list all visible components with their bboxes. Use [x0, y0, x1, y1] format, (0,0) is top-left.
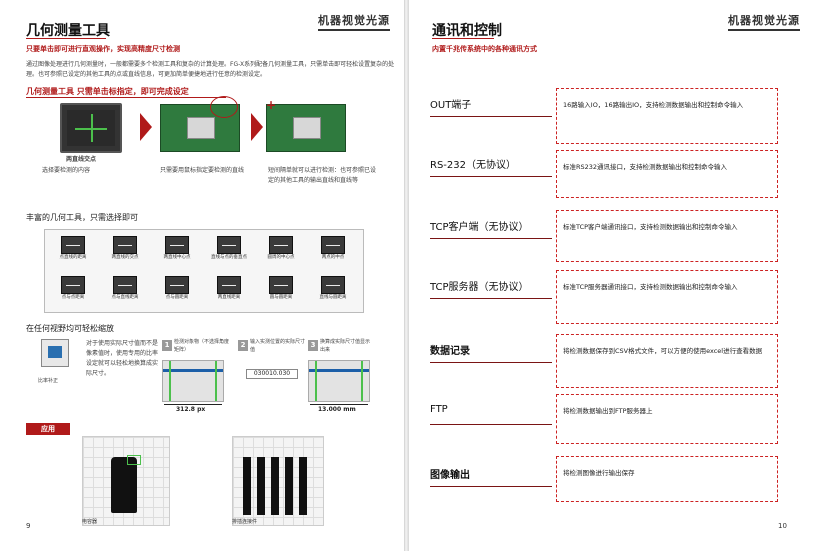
dimension-line	[164, 404, 222, 405]
page-subtitle: 只要单击即可进行直观操作，实现高精度尺寸检测	[26, 45, 180, 53]
diagonal-tool-icon	[321, 236, 345, 254]
dimension-px: 312.8 px	[176, 406, 206, 413]
scale-input[interactable]: 030010.030	[246, 369, 298, 379]
tool-item[interactable]: 两点的中点	[311, 236, 355, 261]
connector-photo	[232, 436, 324, 526]
chip	[187, 117, 215, 139]
arrow-right-icon	[140, 113, 152, 141]
row-heading-tcp-server: TCP服务器（无协议）	[430, 282, 529, 293]
tool-item[interactable]: 直线与圆距离	[311, 276, 355, 301]
tool-item[interactable]: 点与直线距离	[103, 276, 147, 301]
parallel-tool-icon	[217, 276, 241, 294]
application-tag: 应用	[26, 423, 70, 435]
tool-item[interactable]: 点与圆距离	[155, 276, 199, 301]
row-heading-out: OUT端子	[430, 100, 472, 111]
row-heading-tcp-client: TCP客户端（无协议）	[430, 222, 529, 233]
selection-circle	[210, 96, 238, 118]
step-number: 2	[238, 340, 248, 351]
row-heading-data-log: 数据记录	[430, 346, 470, 357]
point-line-tool-icon	[113, 276, 137, 294]
steps-underline	[26, 97, 226, 98]
calib-desc: 对于使用实际尺寸值而不是像素值时，使用专用的比率设定就可以轻松地换算成实际尺寸。	[86, 340, 159, 377]
step3-caption: 短间隔单就可以进行检测：也可参照已设定的其他工具的输出直线和直线等	[268, 167, 377, 184]
circle-tool-icon	[165, 276, 189, 294]
tool-item[interactable]: 两直线距离	[207, 276, 251, 301]
tool-item[interactable]: 圆周的中心点	[259, 236, 303, 261]
left-page: 几何测量工具 机器视觉光源 只要单击即可进行直观操作，实现高精度尺寸检测 通过图…	[0, 0, 405, 551]
calib-step-text: 换算成实际尺寸值显示出来	[320, 339, 371, 353]
point-tool-icon	[61, 276, 85, 294]
line-circle-tool-icon	[321, 276, 345, 294]
calib-icon-label: 比率补正	[38, 378, 59, 384]
calib-step-text: 输入实测位置的实际尺寸值	[250, 339, 306, 353]
row-desc-image-output: 将检测图像进行输出保存	[556, 456, 778, 502]
step1-caption: 选择要检测的内容	[42, 167, 91, 174]
photo-caption: 排插连接件	[232, 519, 258, 525]
tools-grid: 点直线的距离 两直线的交点 两直线中心点 直线与点的垂直点 圆周的中心点 两点的…	[44, 229, 364, 313]
brand-logo: 机器视觉光源	[318, 12, 390, 31]
monitor-figure	[60, 103, 122, 153]
step1-label: 两直线交点	[66, 156, 97, 163]
tool-item[interactable]: 点直线的距离	[51, 236, 95, 261]
tool-item[interactable]: 圆与圆距离	[259, 276, 303, 301]
tool-item[interactable]: 直线与点的垂直点	[207, 236, 251, 261]
part-image	[308, 360, 370, 402]
calib-heading: 在任何视野均可轻松缩放	[26, 324, 114, 333]
row-desc-ftp: 将检测数据输出到FTP服务器上	[556, 394, 778, 444]
page-title: 通讯和控制	[432, 23, 502, 39]
row-heading-ftp: FTP	[430, 404, 448, 415]
brand-logo: 机器视觉光源	[728, 12, 800, 31]
row-desc-tcp-server: 标准TCP服务器通讯接口，支持检测数据输出和控制命令输入	[556, 270, 778, 324]
page-number: 10	[778, 522, 787, 530]
steps-heading: 几何测量工具 只需单击标指定，即可完成设定	[26, 87, 189, 96]
row-heading-rs232: RS-232（无协议）	[430, 160, 516, 171]
page-subtitle: 内置千兆传系统中的各种通讯方式	[432, 45, 537, 53]
title-underline	[432, 38, 494, 39]
arrow-right-icon	[251, 113, 263, 141]
row-desc-rs232: 标准RS232通讯接口，支持检测数据输出和控制命令输入	[556, 150, 778, 198]
part-image	[162, 360, 224, 402]
row-desc-tcp-client: 标准TCP客户端通讯接口，支持检测数据输出和控制命令输入	[556, 210, 778, 262]
circles-tool-icon	[269, 276, 293, 294]
row-desc-data-log: 将检测数据保存到CSV格式文件，可以方便的使用excel进行查看数据	[556, 334, 778, 388]
tools-heading: 丰富的几何工具，只需选择即可	[26, 213, 138, 222]
tool-item[interactable]: 两直线的交点	[103, 236, 147, 261]
row-heading-image-output: 图像输出	[430, 470, 470, 481]
center-tool-icon	[165, 236, 189, 254]
dimension-mm: 13.000 mm	[318, 406, 356, 413]
chip	[293, 117, 321, 139]
book-spine	[404, 0, 409, 551]
photo-caption: 电容器	[82, 519, 98, 525]
step2-caption: 只需要用鼠标指定要检测的直线	[160, 167, 245, 174]
title-underline	[26, 38, 106, 39]
page-title: 几何测量工具	[26, 23, 110, 39]
crosshair-v	[91, 114, 93, 142]
step-number: 3	[308, 340, 318, 351]
circuit-board-image	[266, 104, 346, 152]
intro-text: 通过图像处理进行几何测量时，一般都需要多个检测工具和复杂的计算处理。FG-X系列…	[26, 61, 395, 78]
perpendicular-tool-icon	[217, 236, 241, 254]
calibration-icon	[41, 339, 69, 367]
page-number: 9	[26, 522, 31, 530]
capacitor	[111, 457, 137, 513]
line-tool-icon	[61, 236, 85, 254]
plus-marker-icon: +	[266, 98, 277, 112]
tool-item[interactable]: 两直线中心点	[155, 236, 199, 261]
diamond-tool-icon	[269, 236, 293, 254]
calib-step-text: 检测对象物（不选择角度矩阵）	[174, 339, 230, 353]
dimension-line	[310, 404, 368, 405]
tool-item[interactable]: 点与点距离	[51, 276, 95, 301]
step-number: 1	[162, 340, 172, 351]
cross-tool-icon	[113, 236, 137, 254]
row-desc-out: 16路输入IO，16路输出IO，支持检测数据输出和控制命令输入	[556, 88, 778, 144]
capacitor-photo	[82, 436, 170, 526]
